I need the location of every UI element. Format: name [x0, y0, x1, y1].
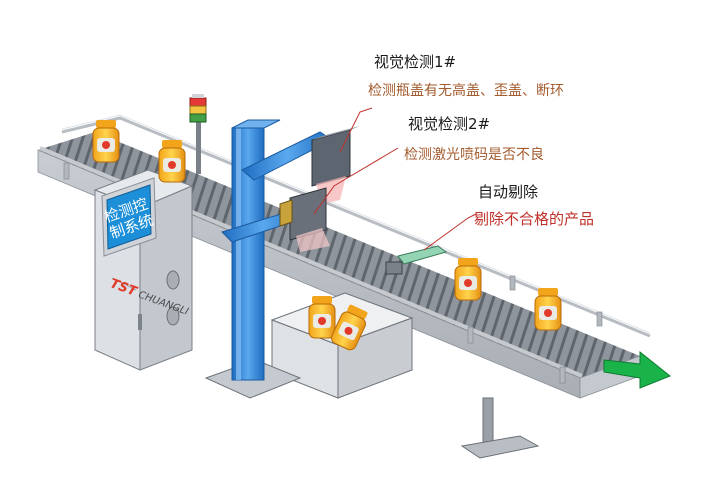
vision-gantry — [204, 119, 333, 399]
vision2-title: 视觉检测2# — [408, 115, 491, 133]
reject-title: 自动剔除 — [478, 183, 539, 201]
bottle — [158, 140, 186, 183]
camera-2 — [279, 187, 330, 252]
control-cabinet — [93, 169, 194, 371]
callout-leaders — [313, 107, 477, 251]
bottle — [331, 304, 368, 351]
reject-description: 剔除不合格的产品 — [474, 210, 595, 228]
bottle — [534, 288, 562, 331]
vision1-title: 视觉检测1# — [374, 53, 457, 71]
conveyor-stand — [460, 397, 540, 459]
bottle — [92, 120, 120, 163]
reject-pusher — [385, 245, 448, 275]
signal-tower — [189, 94, 207, 174]
vision1-description: 检测瓶盖有无高盖、歪盖、断环 — [368, 83, 564, 99]
output-arrow — [603, 350, 671, 389]
bottle — [308, 296, 336, 339]
vision2-description: 检测激光喷码是否不良 — [404, 147, 544, 163]
bottle — [454, 258, 482, 301]
